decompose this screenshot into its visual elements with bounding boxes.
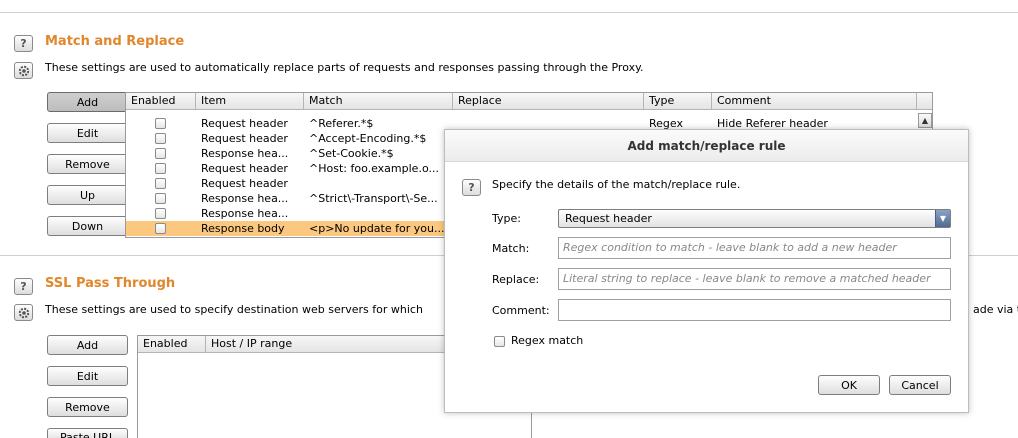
enabled-checkbox[interactable] xyxy=(155,178,166,189)
table-row[interactable]: Response hea... xyxy=(126,206,916,221)
rules-table-header: Enabled Item Match Replace Type Comment xyxy=(126,93,932,110)
enabled-checkbox[interactable] xyxy=(155,163,166,174)
table-row[interactable]: Request header ^Accept-Encoding.*$ xyxy=(126,131,916,146)
cell-comment: Hide Referer header xyxy=(717,117,828,130)
table-row[interactable]: Request header ^Referer.*$ Regex Hide Refer… xyxy=(126,116,916,131)
cell-item: Response hea... xyxy=(201,147,289,160)
ssl-pass-through-description: These settings are used to specify desti… xyxy=(45,303,423,316)
enabled-checkbox[interactable] xyxy=(155,208,166,219)
cell-item: Response hea... xyxy=(201,207,289,220)
dialog-title[interactable]: Add match/replace rule xyxy=(445,130,968,162)
cell-match: <p>No update for you... xyxy=(309,222,445,235)
enabled-checkbox[interactable] xyxy=(155,133,166,144)
ssl-hosts-table-header: Enabled Host / IP range xyxy=(138,336,531,353)
column-header-enabled[interactable]: Enabled xyxy=(126,93,196,110)
cell-match: ^Set-Cookie.*$ xyxy=(309,147,394,160)
replace-input[interactable]: Literal string to replace - leave blank … xyxy=(558,268,951,290)
column-header-comment[interactable]: Comment xyxy=(712,93,917,110)
type-select-value: Request header xyxy=(565,212,652,225)
help-icon[interactable]: ? xyxy=(462,179,481,196)
ssl-remove-button[interactable]: Remove xyxy=(47,397,128,417)
cancel-button[interactable]: Cancel xyxy=(889,375,951,395)
cell-match xyxy=(304,176,453,191)
gear-icon[interactable] xyxy=(14,304,33,321)
dialog-instruction: Specify the details of the match/replace… xyxy=(492,178,741,191)
table-row[interactable]: Response hea... ^Strict\-Transport\-Se... xyxy=(126,191,916,206)
add-rule-button[interactable]: Add xyxy=(47,92,128,112)
cell-item: Request header xyxy=(201,117,288,130)
ssl-edit-button[interactable]: Edit xyxy=(47,366,128,386)
table-row[interactable]: Request header ^Host: foo.example.o... xyxy=(126,161,916,176)
edit-rule-button[interactable]: Edit xyxy=(47,123,128,143)
cell-item: Request header xyxy=(201,162,288,175)
regex-match-checkbox[interactable] xyxy=(494,336,505,347)
column-header-type[interactable]: Type xyxy=(644,93,712,110)
comment-label: Comment: xyxy=(492,304,550,317)
cell-type: Regex xyxy=(649,117,683,130)
cell-match: ^Accept-Encoding.*$ xyxy=(309,132,427,145)
ssl-paste-url-button[interactable]: Paste URL xyxy=(47,428,128,438)
ssl-pass-through-description-tail: ade via t xyxy=(973,303,1018,316)
match-replace-title: Match and Replace xyxy=(45,34,185,49)
remove-rule-button[interactable]: Remove xyxy=(47,154,128,174)
cell-item: Request header xyxy=(201,177,288,190)
enabled-checkbox[interactable] xyxy=(155,118,166,129)
help-icon[interactable]: ? xyxy=(14,278,33,295)
help-icon[interactable]: ? xyxy=(14,35,33,52)
ssl-add-button[interactable]: Add xyxy=(47,335,128,355)
enabled-checkbox[interactable] xyxy=(155,193,166,204)
column-header-enabled[interactable]: Enabled xyxy=(138,336,206,353)
ssl-pass-through-title: SSL Pass Through xyxy=(45,276,176,291)
top-divider xyxy=(0,12,1018,13)
chevron-down-icon[interactable]: ▼ xyxy=(935,210,950,227)
match-input[interactable]: Regex condition to match - leave blank t… xyxy=(558,237,951,259)
cell-item: Request header xyxy=(201,132,288,145)
gear-icon[interactable] xyxy=(14,62,33,79)
match-replace-description: These settings are used to automatically… xyxy=(45,61,644,74)
ok-button[interactable]: OK xyxy=(818,375,880,395)
replace-label: Replace: xyxy=(492,273,540,286)
up-rule-button[interactable]: Up xyxy=(47,185,128,205)
cell-match: ^Referer.*$ xyxy=(309,117,374,130)
column-header-item[interactable]: Item xyxy=(196,93,304,110)
add-match-replace-dialog: Add match/replace rule ? Specify the det… xyxy=(444,129,969,413)
table-row[interactable]: Request header xyxy=(126,176,916,191)
regex-match-label: Regex match xyxy=(511,334,584,347)
enabled-checkbox[interactable] xyxy=(155,148,166,159)
enabled-checkbox[interactable] xyxy=(155,223,166,234)
cell-item: Response hea... xyxy=(201,192,289,205)
column-header-host-ip-range[interactable]: Host / IP range xyxy=(211,337,293,350)
column-header-match[interactable]: Match xyxy=(304,93,453,110)
type-select[interactable]: Request header ▼ xyxy=(558,209,951,228)
cell-item: Response body xyxy=(201,222,285,235)
cell-match: ^Host: foo.example.o... xyxy=(309,162,439,175)
scroll-up-arrow[interactable]: ▲ xyxy=(918,113,932,128)
cell-match: ^Strict\-Transport\-Se... xyxy=(309,192,438,205)
match-label: Match: xyxy=(492,242,530,255)
table-row[interactable]: Response hea... ^Set-Cookie.*$ xyxy=(126,146,916,161)
column-header-replace[interactable]: Replace xyxy=(453,93,644,110)
comment-input[interactable] xyxy=(558,299,951,321)
cell-match xyxy=(304,206,453,221)
down-rule-button[interactable]: Down xyxy=(47,216,128,236)
type-label: Type: xyxy=(492,212,521,225)
